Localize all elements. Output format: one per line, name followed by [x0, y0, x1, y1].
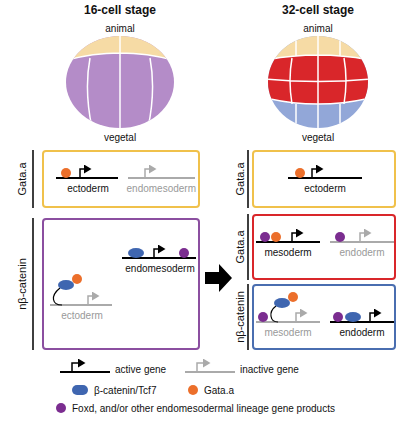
row-heading: Gata.a [234, 230, 246, 263]
gene-label: endomesoderm [125, 263, 194, 274]
legend-text: active gene [115, 364, 166, 375]
legend-text: Gata.a [204, 385, 234, 396]
legend-swatch [56, 403, 66, 413]
gene-label: endomesoderm [127, 183, 196, 194]
row-heading: nβ-catenin [16, 258, 28, 310]
gene-box: Gata.aectoderm [252, 150, 396, 208]
legend-text: inactive gene [240, 364, 299, 375]
legend-swatch [72, 385, 88, 395]
legend-text: Foxd, and/or other endomesodermal lineag… [72, 403, 335, 414]
gene-box: Gata.amesodermendoderm [252, 214, 396, 280]
pole-label: vegetal [302, 132, 334, 143]
gene-label: ectoderm [304, 183, 346, 194]
row-heading: nβ-catenin [234, 291, 246, 343]
gene-label: endoderm [339, 247, 384, 258]
row-heading: Gata.a [16, 162, 28, 195]
gene-box: nβ-cateninectodermendomesoderm [42, 218, 200, 350]
gene-label: mesoderm [264, 247, 311, 258]
pole-label: animal [105, 23, 134, 34]
legend-swatch [188, 385, 198, 395]
gene-box: Gata.aectodermendomesoderm [42, 150, 200, 208]
stage-title: 32-cell stage [282, 4, 354, 17]
gene-label: mesoderm [264, 327, 311, 338]
stage-title: 16-cell stage [84, 4, 156, 17]
gene-box: nβ-cateninmesodermendoderm [252, 284, 396, 350]
pole-label: animal [303, 23, 332, 34]
pole-label: vegetal [104, 132, 136, 143]
gene-label: endoderm [339, 327, 384, 338]
row-heading: Gata.a [234, 162, 246, 195]
gene-label: ectoderm [67, 183, 109, 194]
gene-label: ectoderm [61, 310, 103, 321]
legend-text: β-catenin/Tcf7 [94, 385, 156, 396]
